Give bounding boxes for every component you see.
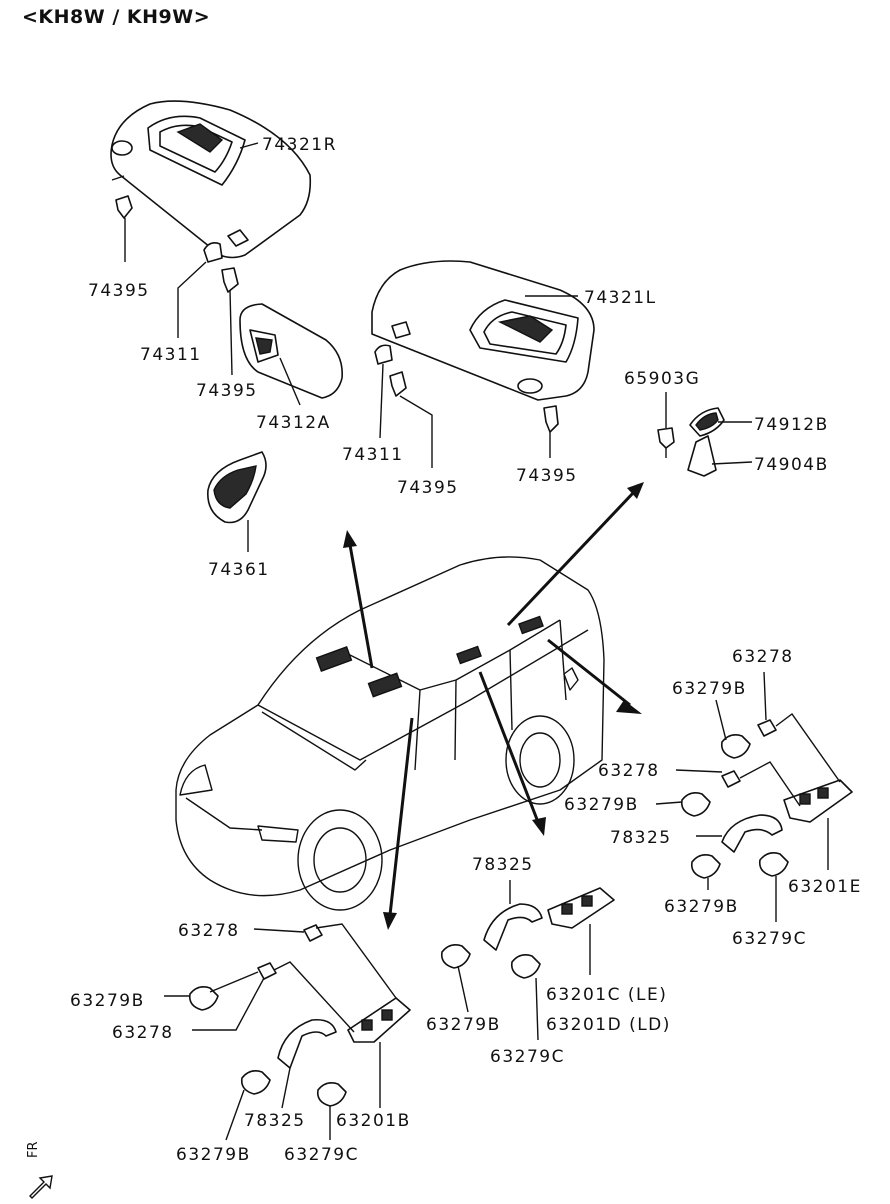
label-63279B-r3: 63279B — [664, 897, 739, 917]
pointer-arrows — [343, 482, 644, 930]
socket-63279B-r3[interactable] — [690, 854, 721, 879]
socket-63279B-l1[interactable] — [188, 986, 219, 1011]
socket-63279C-c[interactable] — [510, 954, 541, 979]
socket-63279B-l2[interactable] — [240, 1070, 271, 1095]
socket-63279C-l[interactable] — [316, 1082, 347, 1107]
socket-63279B-r2[interactable] — [680, 792, 711, 817]
diagram-title: <KH8W / KH9W> — [22, 6, 211, 28]
leader-lines — [111, 142, 841, 1141]
label-63201C: 63201C (LE) — [546, 985, 667, 1005]
rear-view-mirror[interactable] — [239, 303, 343, 399]
label-74312A: 74312A — [256, 413, 331, 433]
label-74395-b: 74395 — [196, 381, 258, 401]
label-74321R: 74321R — [262, 135, 337, 155]
grip-78325-l[interactable] — [277, 1018, 337, 1069]
label-63279C-c: 63279C — [490, 1047, 565, 1067]
bulb-63278-r1[interactable] — [757, 719, 777, 737]
front-direction-label: FR — [26, 1141, 41, 1158]
clip-74311-b[interactable] — [374, 344, 393, 365]
label-63201B: 63201B — [336, 1111, 411, 1131]
label-63201E: 63201E — [788, 877, 862, 897]
label-78325-r: 78325 — [610, 828, 672, 848]
label-74395-c: 74395 — [397, 478, 459, 498]
label-78325-c: 78325 — [472, 855, 534, 875]
label-74311-a: 74311 — [140, 345, 202, 365]
grip-78325-r[interactable] — [721, 814, 783, 853]
label-63278-r2: 63278 — [598, 761, 660, 781]
label-74912B: 74912B — [754, 415, 829, 435]
label-65903G: 65903G — [624, 369, 700, 389]
screw-74395-b[interactable] — [221, 267, 239, 293]
bracket-74904B[interactable] — [687, 435, 717, 477]
pad-74912B[interactable] — [689, 407, 725, 437]
label-74311-b: 74311 — [342, 445, 404, 465]
screw-74395-a[interactable] — [115, 195, 133, 219]
lamp-housing-63201B[interactable] — [347, 997, 411, 1043]
label-74904B: 74904B — [754, 455, 829, 475]
front-direction-arrow-icon — [29, 1175, 53, 1199]
bulb-63278-r2[interactable] — [721, 770, 741, 788]
socket-63279B-c[interactable] — [440, 944, 471, 969]
label-63279B-r1: 63279B — [672, 679, 747, 699]
label-63279B-l2: 63279B — [176, 1145, 251, 1165]
screw-74395-d[interactable] — [543, 405, 559, 433]
label-63279C-l: 63279C — [284, 1145, 359, 1165]
map-lamp[interactable] — [207, 451, 267, 524]
socket-63279C-r[interactable] — [758, 852, 789, 877]
label-63279B-c: 63279B — [426, 1015, 501, 1035]
clip-65903G[interactable] — [657, 427, 675, 458]
label-63278-l2: 63278 — [112, 1023, 174, 1043]
sun-visor-left[interactable] — [371, 260, 595, 401]
lamp-housing-63201E[interactable] — [783, 779, 853, 823]
label-63279B-l1: 63279B — [70, 991, 145, 1011]
part-labels: 74321R 74395 74311 74395 74312A 74321L 7… — [70, 135, 862, 1165]
sun-visor-right[interactable] — [110, 100, 312, 259]
label-74395-a: 74395 — [88, 281, 150, 301]
clip-74311-a[interactable] — [203, 242, 223, 263]
label-63278-r1: 63278 — [732, 647, 794, 667]
grip-78325-c[interactable] — [483, 903, 543, 951]
label-63278-l1: 63278 — [178, 921, 240, 941]
label-74361: 74361 — [208, 560, 270, 580]
vehicle-outline — [175, 556, 605, 911]
label-74321L: 74321L — [584, 288, 657, 308]
bulb-63278-l2[interactable] — [257, 962, 277, 980]
lamp-housing-63201C[interactable] — [547, 887, 615, 929]
label-74395-d: 74395 — [516, 466, 578, 486]
socket-63279B-r1[interactable] — [720, 734, 751, 759]
label-63279B-r2: 63279B — [564, 795, 639, 815]
label-63201D: 63201D (LD) — [546, 1015, 671, 1035]
label-63279C-r: 63279C — [732, 929, 807, 949]
screw-74395-c[interactable] — [389, 371, 407, 397]
label-78325-l: 78325 — [244, 1111, 306, 1131]
bulb-63278-l1[interactable] — [303, 924, 323, 942]
